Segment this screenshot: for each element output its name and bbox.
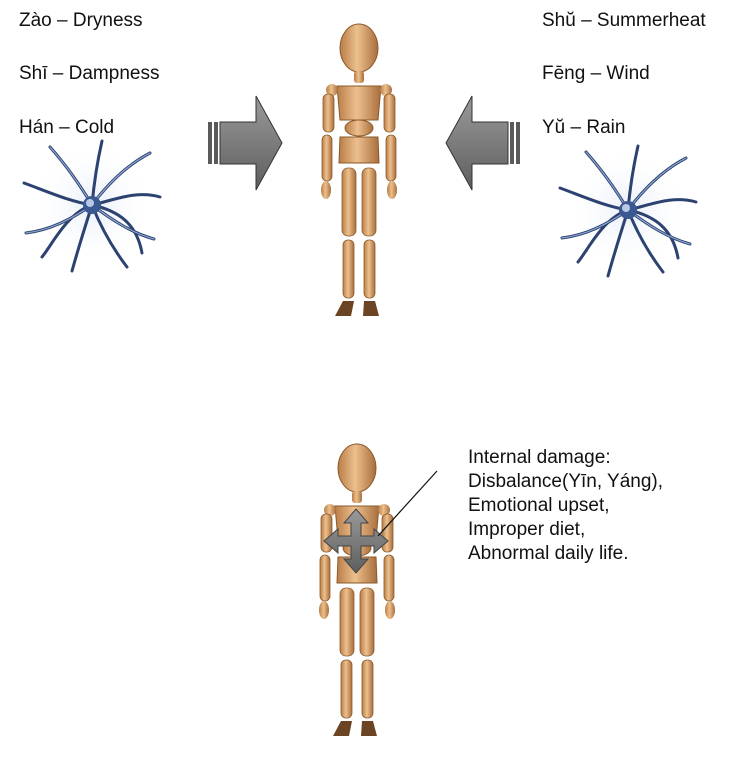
factor-summerheat: Shŭ – Summerheat [542, 10, 706, 32]
mannequin-bottom [319, 444, 395, 736]
internal-damage-title: Internal damage: [468, 446, 663, 470]
internal-damage-block: Internal damage: Disbalance(Yīn, Yáng), … [468, 446, 663, 566]
arrow-left-icon [446, 96, 520, 190]
factor-dryness: Zào – Dryness [19, 10, 143, 32]
internal-damage-item: Abnormal daily life. [468, 542, 663, 566]
arrow-right-icon [208, 96, 282, 190]
internal-damage-item: Disbalance(Yīn, Yáng), [468, 470, 663, 494]
factor-rain: Yŭ – Rain [542, 117, 625, 139]
factor-dampness: Shī – Dampness [19, 63, 159, 85]
factor-cold: Hán – Cold [19, 117, 114, 139]
pathogen-left-icon [24, 141, 160, 271]
pointer-line [378, 471, 437, 536]
four-way-arrow-icon [324, 509, 388, 573]
factor-wind: Fēng – Wind [542, 63, 650, 85]
internal-damage-item: Improper diet, [468, 518, 663, 542]
pathogen-right-icon [560, 146, 696, 276]
internal-damage-item: Emotional upset, [468, 494, 663, 518]
mannequin-top [321, 24, 397, 316]
